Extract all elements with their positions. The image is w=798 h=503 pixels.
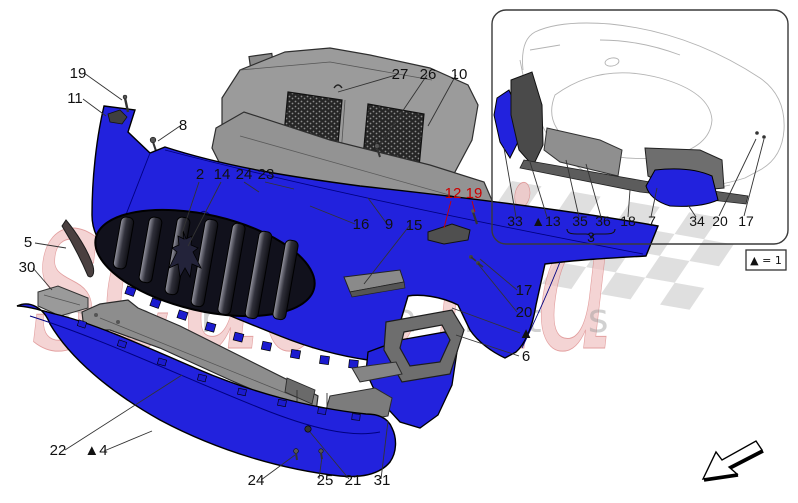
inset-part-35-36 — [543, 127, 623, 177]
inset-part-13 — [510, 71, 544, 167]
inset-callout-7: 7 — [648, 213, 656, 229]
inset-border — [491, 9, 789, 245]
inset-callout-labels: 33 ▲13 35 36 3 18 7 34 20 17 — [507, 213, 754, 245]
inset-screws-17-20 — [755, 131, 766, 139]
callout-9: 9 — [385, 216, 393, 233]
screw-26 — [374, 143, 381, 158]
part-support-bar — [81, 299, 319, 413]
fascia-lower-tabs — [124, 285, 359, 369]
callout-31: 31 — [374, 472, 391, 489]
inset-brace-3 — [566, 228, 616, 240]
callout-23: 23 — [258, 166, 275, 183]
leader-lines — [32, 72, 521, 481]
legend-text: ▲ = 1 — [750, 254, 782, 267]
part-front-fascia — [91, 105, 659, 429]
callout-triangle-4: ▲4 — [84, 442, 107, 459]
callout-17-mid: 17 — [516, 282, 533, 299]
screws-17-20 — [469, 255, 484, 268]
callout-20-mid: 20 — [516, 304, 533, 321]
inset-callout-3: 3 — [587, 229, 595, 245]
inset-callout-34: 34 — [689, 213, 705, 229]
inset-callout-35: 35 — [572, 213, 588, 229]
screw-24-bottom — [293, 448, 299, 461]
part-6-fog-bezel — [383, 309, 465, 383]
fastener-21 — [304, 425, 312, 433]
part-11-clip — [107, 109, 128, 125]
callout-21: 21 — [345, 472, 362, 489]
callout-19-right: 19 — [466, 185, 483, 202]
inset-assembled-view — [491, 9, 789, 245]
callout-6: 6 — [522, 348, 530, 365]
callout-8: 8 — [179, 117, 187, 134]
callout-22: 22 — [50, 442, 67, 459]
callout-30: 30 — [19, 259, 36, 276]
callout-26: 26 — [420, 66, 437, 83]
inset-callout-17: 17 — [738, 213, 754, 229]
callout-11: 11 — [67, 90, 83, 107]
part-lower-spoiler — [16, 303, 397, 478]
inset-callout-20: 20 — [712, 213, 728, 229]
screw-8 — [149, 136, 157, 152]
inset-callout-18: 18 — [620, 213, 636, 229]
callout-16: 16 — [353, 216, 370, 233]
inset-callout-33: 33 — [507, 213, 523, 229]
part-12-bracket — [427, 223, 471, 245]
callout-5: 5 — [24, 234, 32, 251]
part-15-strip — [343, 269, 406, 298]
callout-10: 10 — [451, 66, 468, 83]
callout-19-left: 19 — [70, 65, 87, 82]
callout-24-bottom: 24 — [248, 472, 265, 489]
part-19-screw-right — [471, 209, 479, 225]
grille-opening — [94, 208, 316, 321]
callout-15: 15 — [406, 217, 423, 234]
callout-27: 27 — [392, 66, 409, 83]
callout-12: 12 — [445, 185, 462, 202]
inset-callout-36: 36 — [595, 213, 611, 229]
part-5-trim — [61, 219, 95, 278]
callout-2: 2 — [196, 166, 204, 183]
callout-14: 14 — [214, 166, 231, 183]
callout-25: 25 — [317, 472, 334, 489]
trident-emblem — [168, 230, 202, 279]
callout-triangle: ▲ — [519, 325, 534, 342]
inset-callout-13: ▲13 — [531, 213, 561, 229]
part-19-screw-left — [122, 94, 130, 113]
part-30-bracket — [37, 285, 89, 317]
inset-part-34 — [645, 168, 719, 207]
callout-labels: 19 11 8 27 26 10 2 14 24 23 16 9 15 12 1… — [19, 65, 534, 489]
direction-arrow-icon — [701, 440, 764, 482]
clip-27 — [333, 84, 343, 89]
legend-box: ▲ = 1 — [745, 249, 787, 271]
callout-24-top: 24 — [236, 166, 253, 183]
